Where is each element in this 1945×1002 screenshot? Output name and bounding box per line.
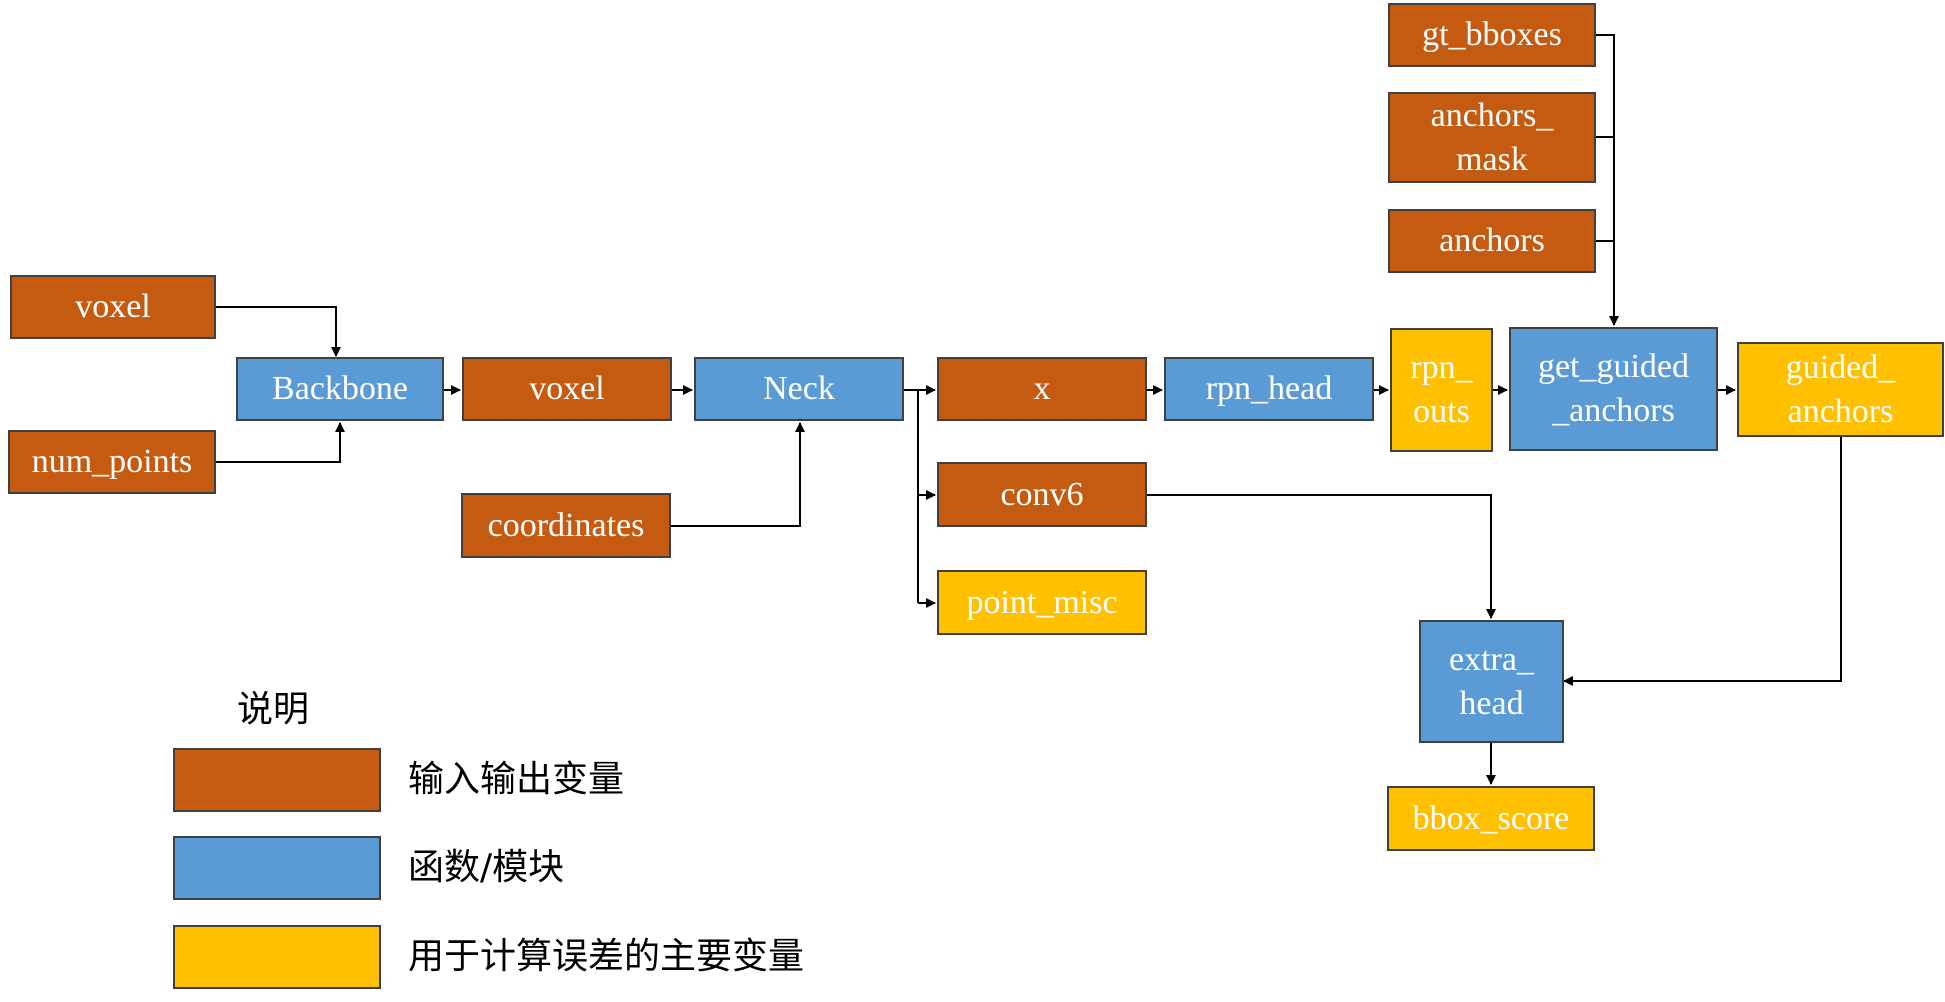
node-point-misc: point_misc xyxy=(937,570,1147,635)
edge-guidedanchors-extrahead xyxy=(1563,437,1842,686)
legend-swatch-io xyxy=(173,748,381,812)
node-rpn-outs: rpn_ outs xyxy=(1390,328,1493,452)
edge-coordinates-neck xyxy=(671,422,805,527)
node-backbone: Backbone xyxy=(236,357,444,421)
legend-swatch-func xyxy=(173,836,381,900)
node-neck: Neck xyxy=(694,357,904,421)
edge-conv6-extrahead xyxy=(1147,494,1496,619)
legend-label-loss: 用于计算误差的主要变量 xyxy=(408,936,805,977)
node-coordinates: coordinates xyxy=(461,493,671,558)
node-anchors-mask: anchors_ mask xyxy=(1388,92,1596,183)
node-gt-bboxes: gt_bboxes xyxy=(1388,3,1596,67)
legend-label-func: 函数/模块 xyxy=(408,847,565,888)
edge-neck-branch xyxy=(904,389,919,603)
edge-numpoints-backbone xyxy=(216,422,345,463)
legend-swatch-loss xyxy=(173,925,381,989)
node-extra-head: extra_ head xyxy=(1419,620,1564,743)
node-bbox-score: bbox_score xyxy=(1387,786,1595,851)
node-guided-anchors: guided_ anchors xyxy=(1737,342,1944,437)
legend-title: 说明 xyxy=(237,689,310,730)
node-x: x xyxy=(937,357,1147,421)
node-conv6: conv6 xyxy=(937,462,1147,527)
node-num-points: num_points xyxy=(8,430,216,494)
node-get-guided-anchors: get_guided _anchors xyxy=(1509,327,1718,451)
node-rpn-head: rpn_head xyxy=(1164,357,1374,421)
legend-label-io: 输入输出变量 xyxy=(408,759,625,800)
node-voxel-input: voxel xyxy=(10,275,216,339)
edge-inputs-getguided xyxy=(1596,34,1619,326)
node-anchors: anchors xyxy=(1388,209,1596,273)
edge-voxel-backbone xyxy=(216,306,341,357)
node-voxel-mid: voxel xyxy=(462,357,672,421)
